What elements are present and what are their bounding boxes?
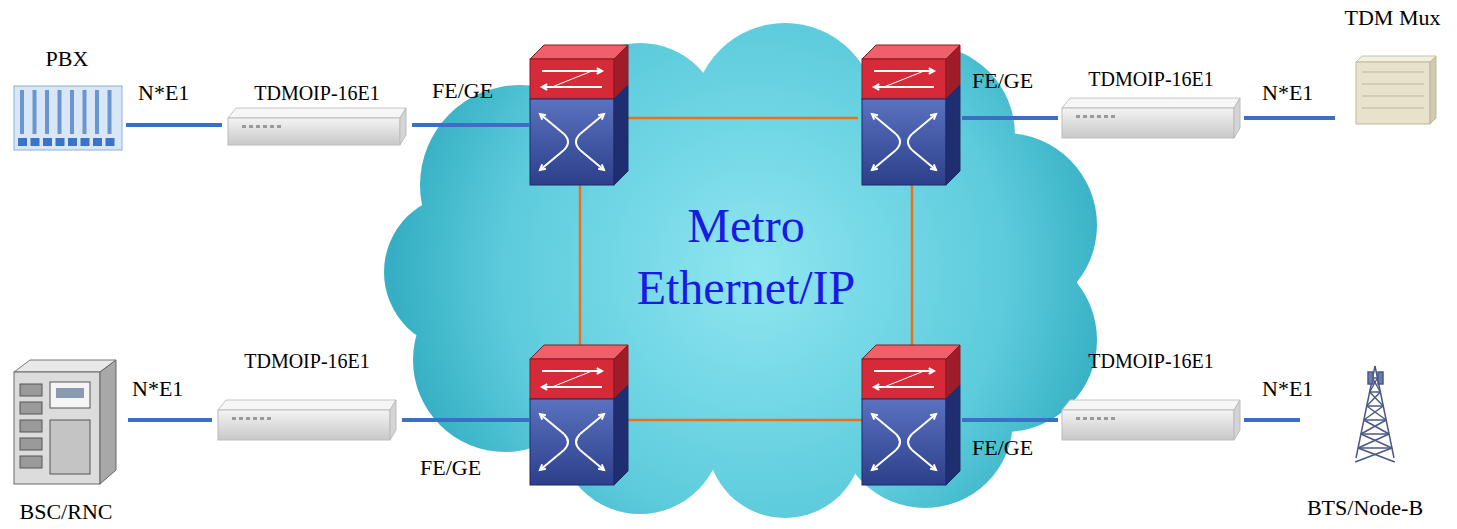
bsc-rnc: BSC/RNC xyxy=(4,352,128,524)
switch-icon xyxy=(862,45,960,185)
device-label: TDMOIP-16E1 xyxy=(1088,68,1214,91)
tdmoip-unit xyxy=(1062,98,1240,138)
link-label: FE/GE xyxy=(432,78,493,103)
bts-tower-icon xyxy=(1355,366,1395,462)
tdmoip-unit xyxy=(1062,400,1240,440)
device-label: BSC/RNC xyxy=(20,499,113,524)
e1-link xyxy=(412,123,530,127)
device-label: TDMOIP-16E1 xyxy=(254,82,380,105)
bts-node-b: BTS/Node-B xyxy=(1300,360,1430,520)
tdmoip-device: TDMOIP-16E1 xyxy=(222,82,412,148)
e1-link xyxy=(962,418,1058,422)
switch-icon xyxy=(862,345,960,485)
tdm-mux-icon xyxy=(1356,56,1436,124)
device-label: BTS/Node-B xyxy=(1307,495,1423,520)
e1-link xyxy=(962,116,1058,120)
network-title: Metro Ethernet/IP xyxy=(606,195,886,320)
cloud-shape xyxy=(384,23,1097,518)
link-label: N*E1 xyxy=(132,376,183,401)
e1-link xyxy=(402,418,530,422)
link-label: N*E1 xyxy=(1262,80,1313,105)
device-label: TDMOIP-16E1 xyxy=(244,350,370,373)
tdm-mux: TDM Mux xyxy=(1335,5,1450,130)
e1-link xyxy=(128,418,212,422)
tdmoip-unit xyxy=(218,400,396,440)
e1-link xyxy=(1244,418,1300,422)
tdmoip-device: TDMOIP-16E1 xyxy=(1058,350,1244,442)
link-label: N*E1 xyxy=(1262,376,1313,401)
network-cloud: Metro Ethernet/IP xyxy=(530,45,962,490)
link-label: FE/GE xyxy=(972,435,1033,460)
tdmoip-device: TDMOIP-16E1 xyxy=(212,350,402,442)
pbx-device: PBX xyxy=(8,46,126,154)
tdmoip-device: TDMOIP-16E1 xyxy=(1058,68,1244,140)
bsc-rnc-icon xyxy=(14,360,116,484)
device-label: TDMOIP-16E1 xyxy=(1088,350,1214,373)
device-label: PBX xyxy=(46,46,89,71)
link-label: N*E1 xyxy=(138,80,189,105)
device-label: TDM Mux xyxy=(1345,5,1441,30)
tdmoip-unit xyxy=(228,108,406,145)
pbx-icon xyxy=(14,86,122,150)
switch-icon xyxy=(530,45,628,185)
e1-link xyxy=(1244,116,1335,120)
e1-link xyxy=(126,123,222,127)
link-label: FE/GE xyxy=(972,68,1033,93)
switch-icon xyxy=(530,345,628,485)
link-label: FE/GE xyxy=(420,455,481,480)
